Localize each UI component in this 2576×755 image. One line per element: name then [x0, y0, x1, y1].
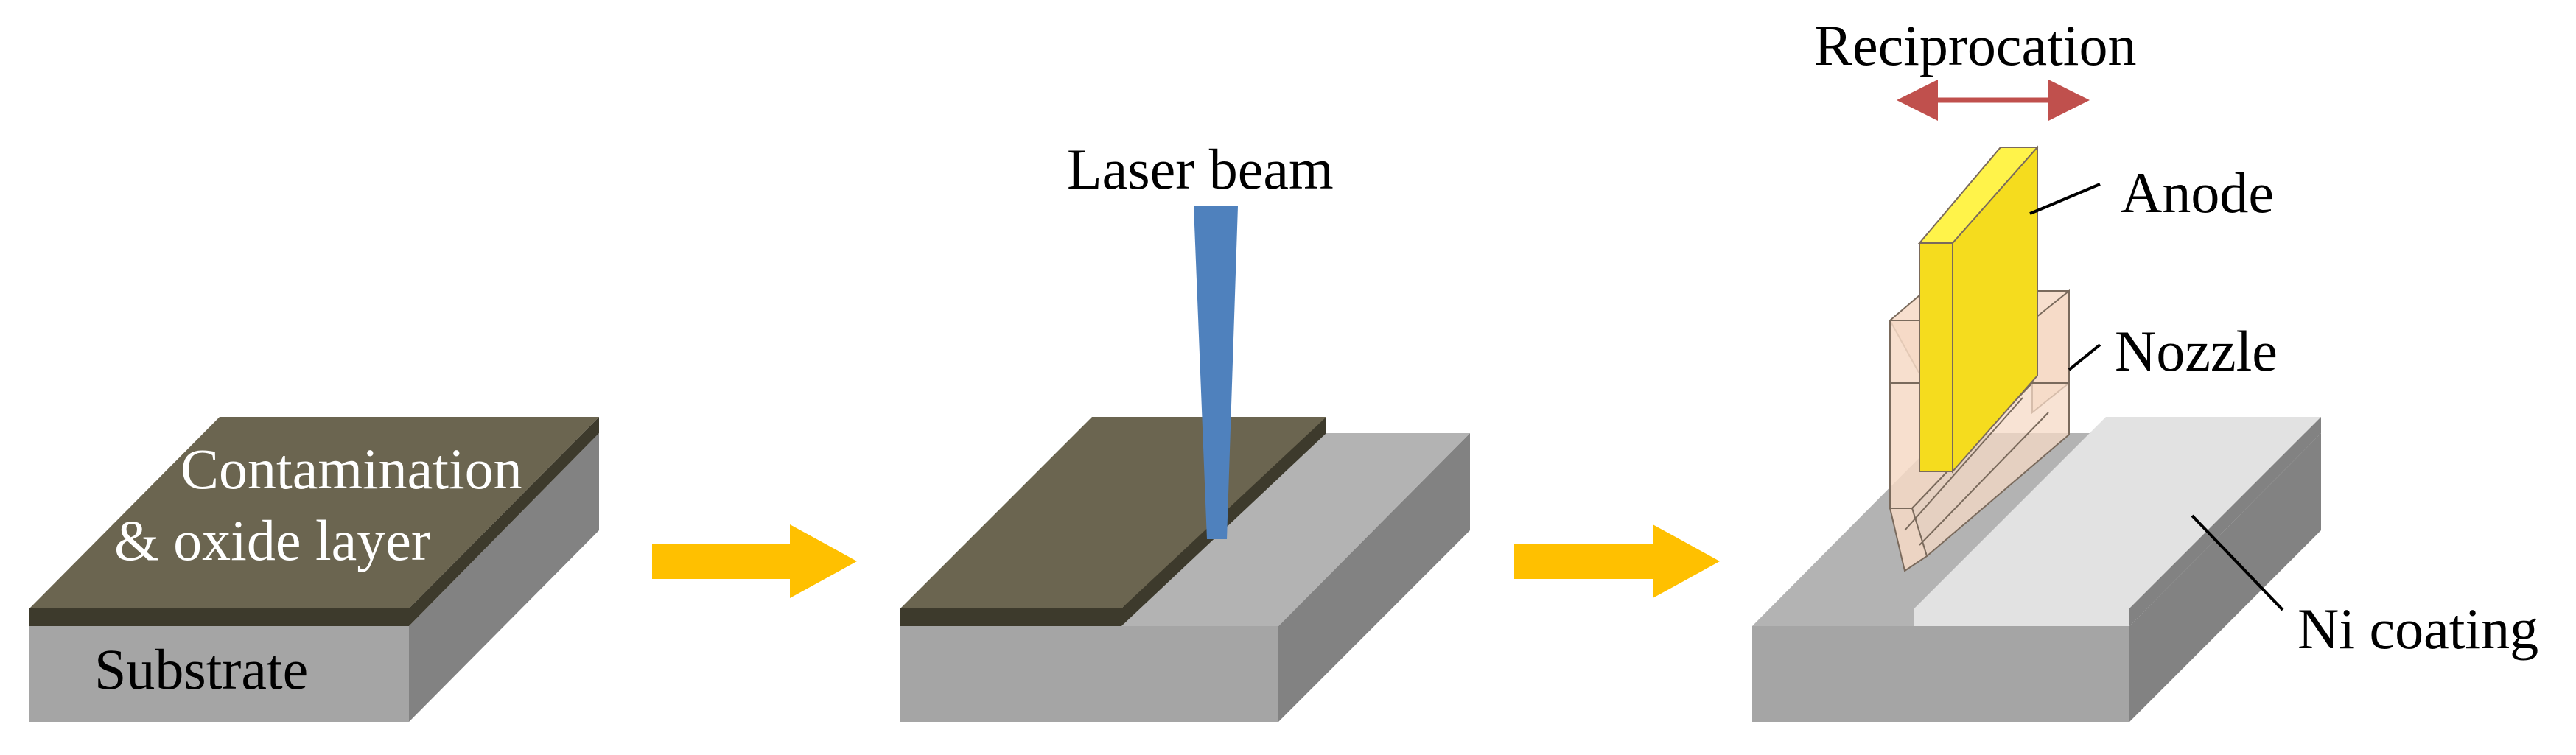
- block3-front-face: [1752, 626, 2129, 722]
- stage-2-laser-cleaning: Laser beam: [900, 137, 1470, 722]
- nozzle-tip: [1889, 508, 1928, 572]
- stage-1-contaminated-block: Contamination & oxide layer Substrate: [29, 417, 599, 722]
- anode-label: Anode: [2121, 161, 2274, 225]
- block1-front-face: [29, 626, 409, 722]
- laser-beam-label: Laser beam: [1067, 137, 1334, 201]
- block1-side-face: [409, 433, 599, 722]
- anode-leader-line: [2029, 183, 2101, 215]
- flow-arrow-2: [1514, 524, 1720, 598]
- nozzle-leader-line: [2068, 343, 2101, 371]
- reciprocation-label: Reciprocation: [1814, 13, 2137, 77]
- nozzle-edge-line-1: [1904, 397, 2023, 531]
- ni-coating-strip: [1914, 417, 2321, 608]
- anode-front-face: [1919, 242, 1953, 472]
- block2-front-face: [900, 626, 1278, 722]
- nozzle-label: Nozzle: [2115, 319, 2278, 383]
- contamination-label-line1: Contamination: [181, 437, 522, 501]
- laser-beam: [1194, 206, 1238, 539]
- ni-coating-label: Ni coating: [2297, 597, 2538, 661]
- block1-contamination-layer: [29, 417, 599, 608]
- ni-coating-strip-front: [1914, 608, 2129, 626]
- substrate-label: Substrate: [94, 637, 308, 701]
- block3-side-face: [2129, 433, 2321, 722]
- nozzle-edge-line-2: [1919, 412, 2049, 546]
- block2-side-face: [1278, 433, 1470, 722]
- ni-coating-strip-side: [2129, 417, 2321, 626]
- flow-arrow-1: [652, 524, 857, 598]
- block2-cleaned-top: [1121, 433, 1470, 626]
- anode-main-face: [1952, 145, 2038, 474]
- contamination-label-line2: & oxide layer: [114, 508, 430, 572]
- stage-3-ni-coating: Reciprocation Anode Nozzle Ni coating: [1752, 13, 2538, 722]
- block1-contamination-edge: [29, 417, 599, 626]
- ni-coating-leader-line: [2191, 514, 2284, 611]
